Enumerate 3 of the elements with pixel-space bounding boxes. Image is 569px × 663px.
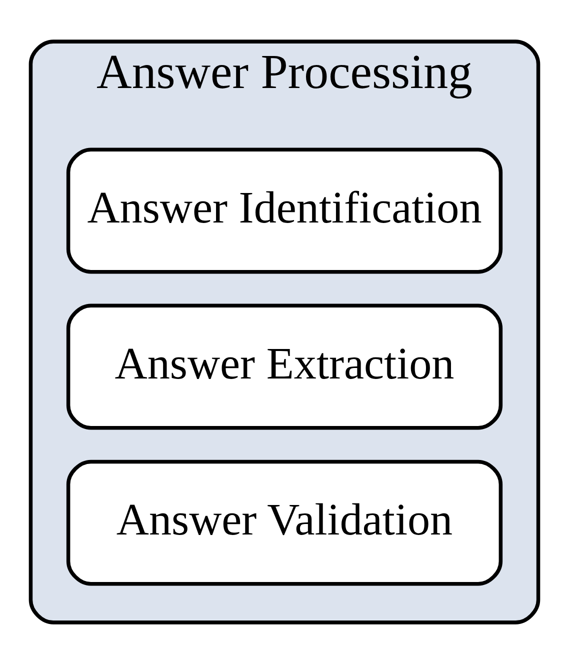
node-box: Answer Validation	[66, 459, 503, 586]
node-box: Answer Extraction	[66, 303, 503, 430]
node-box: Answer Identification	[66, 147, 503, 274]
